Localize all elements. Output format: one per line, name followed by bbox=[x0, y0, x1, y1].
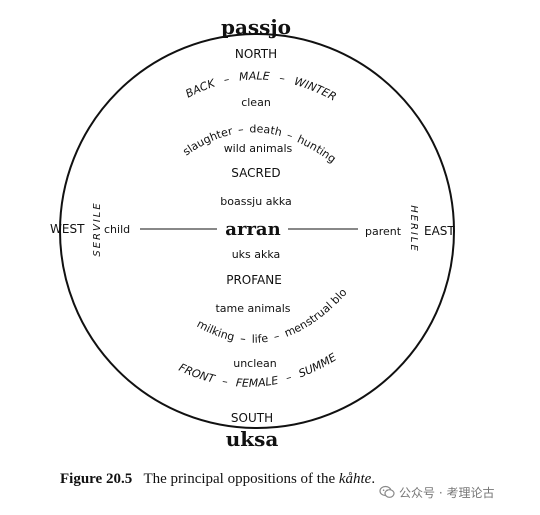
west-label: WEST bbox=[50, 222, 85, 236]
top-term: passjo bbox=[221, 15, 291, 39]
female-label: FEMALE bbox=[235, 374, 279, 390]
herile-label: HERILE bbox=[408, 205, 419, 253]
uks-akka-label: uks akka bbox=[232, 248, 281, 261]
north-label: NORTH bbox=[235, 47, 277, 61]
boassju-akka-label: boassju akka bbox=[220, 195, 291, 208]
back-label: BACK bbox=[183, 76, 217, 100]
male-label: MALE bbox=[238, 69, 270, 83]
bottom-term: uksa bbox=[226, 427, 279, 451]
sacred-label: SACRED bbox=[231, 166, 280, 180]
clean-label: clean bbox=[241, 96, 271, 109]
wechat-icon bbox=[379, 485, 395, 498]
watermark: 公众号 · 考理论古 bbox=[379, 482, 494, 502]
caption-text: The principal oppositions of the bbox=[143, 471, 339, 487]
front-label: FRONT bbox=[177, 361, 217, 386]
unclean-label: unclean bbox=[233, 357, 277, 370]
figure-number: Figure 20.5 bbox=[60, 471, 133, 487]
wild-animals-label: wild animals bbox=[224, 142, 293, 155]
milking-label: milking bbox=[195, 317, 236, 343]
summer-label: SUMMER bbox=[0, 0, 339, 380]
watermark-text: 公众号 · 考理论古 bbox=[399, 485, 495, 500]
caption-term: kåhte bbox=[338, 471, 372, 487]
child-label: child bbox=[104, 223, 130, 236]
east-label: EAST bbox=[424, 224, 455, 238]
tame-animals-label: tame animals bbox=[215, 302, 290, 315]
profane-label: PROFANE bbox=[226, 273, 282, 287]
parent-label: parent bbox=[365, 225, 402, 238]
life-label: life bbox=[252, 332, 269, 346]
winter-label: WINTER bbox=[293, 75, 339, 104]
death-label: death bbox=[249, 122, 283, 139]
outer-circle bbox=[59, 33, 455, 429]
figure-caption: Figure 20.5 The principal oppositions of… bbox=[60, 471, 376, 487]
center-term: arran bbox=[225, 219, 280, 240]
servile-label: SERVILE bbox=[92, 201, 103, 256]
south-label: SOUTH bbox=[231, 411, 273, 425]
